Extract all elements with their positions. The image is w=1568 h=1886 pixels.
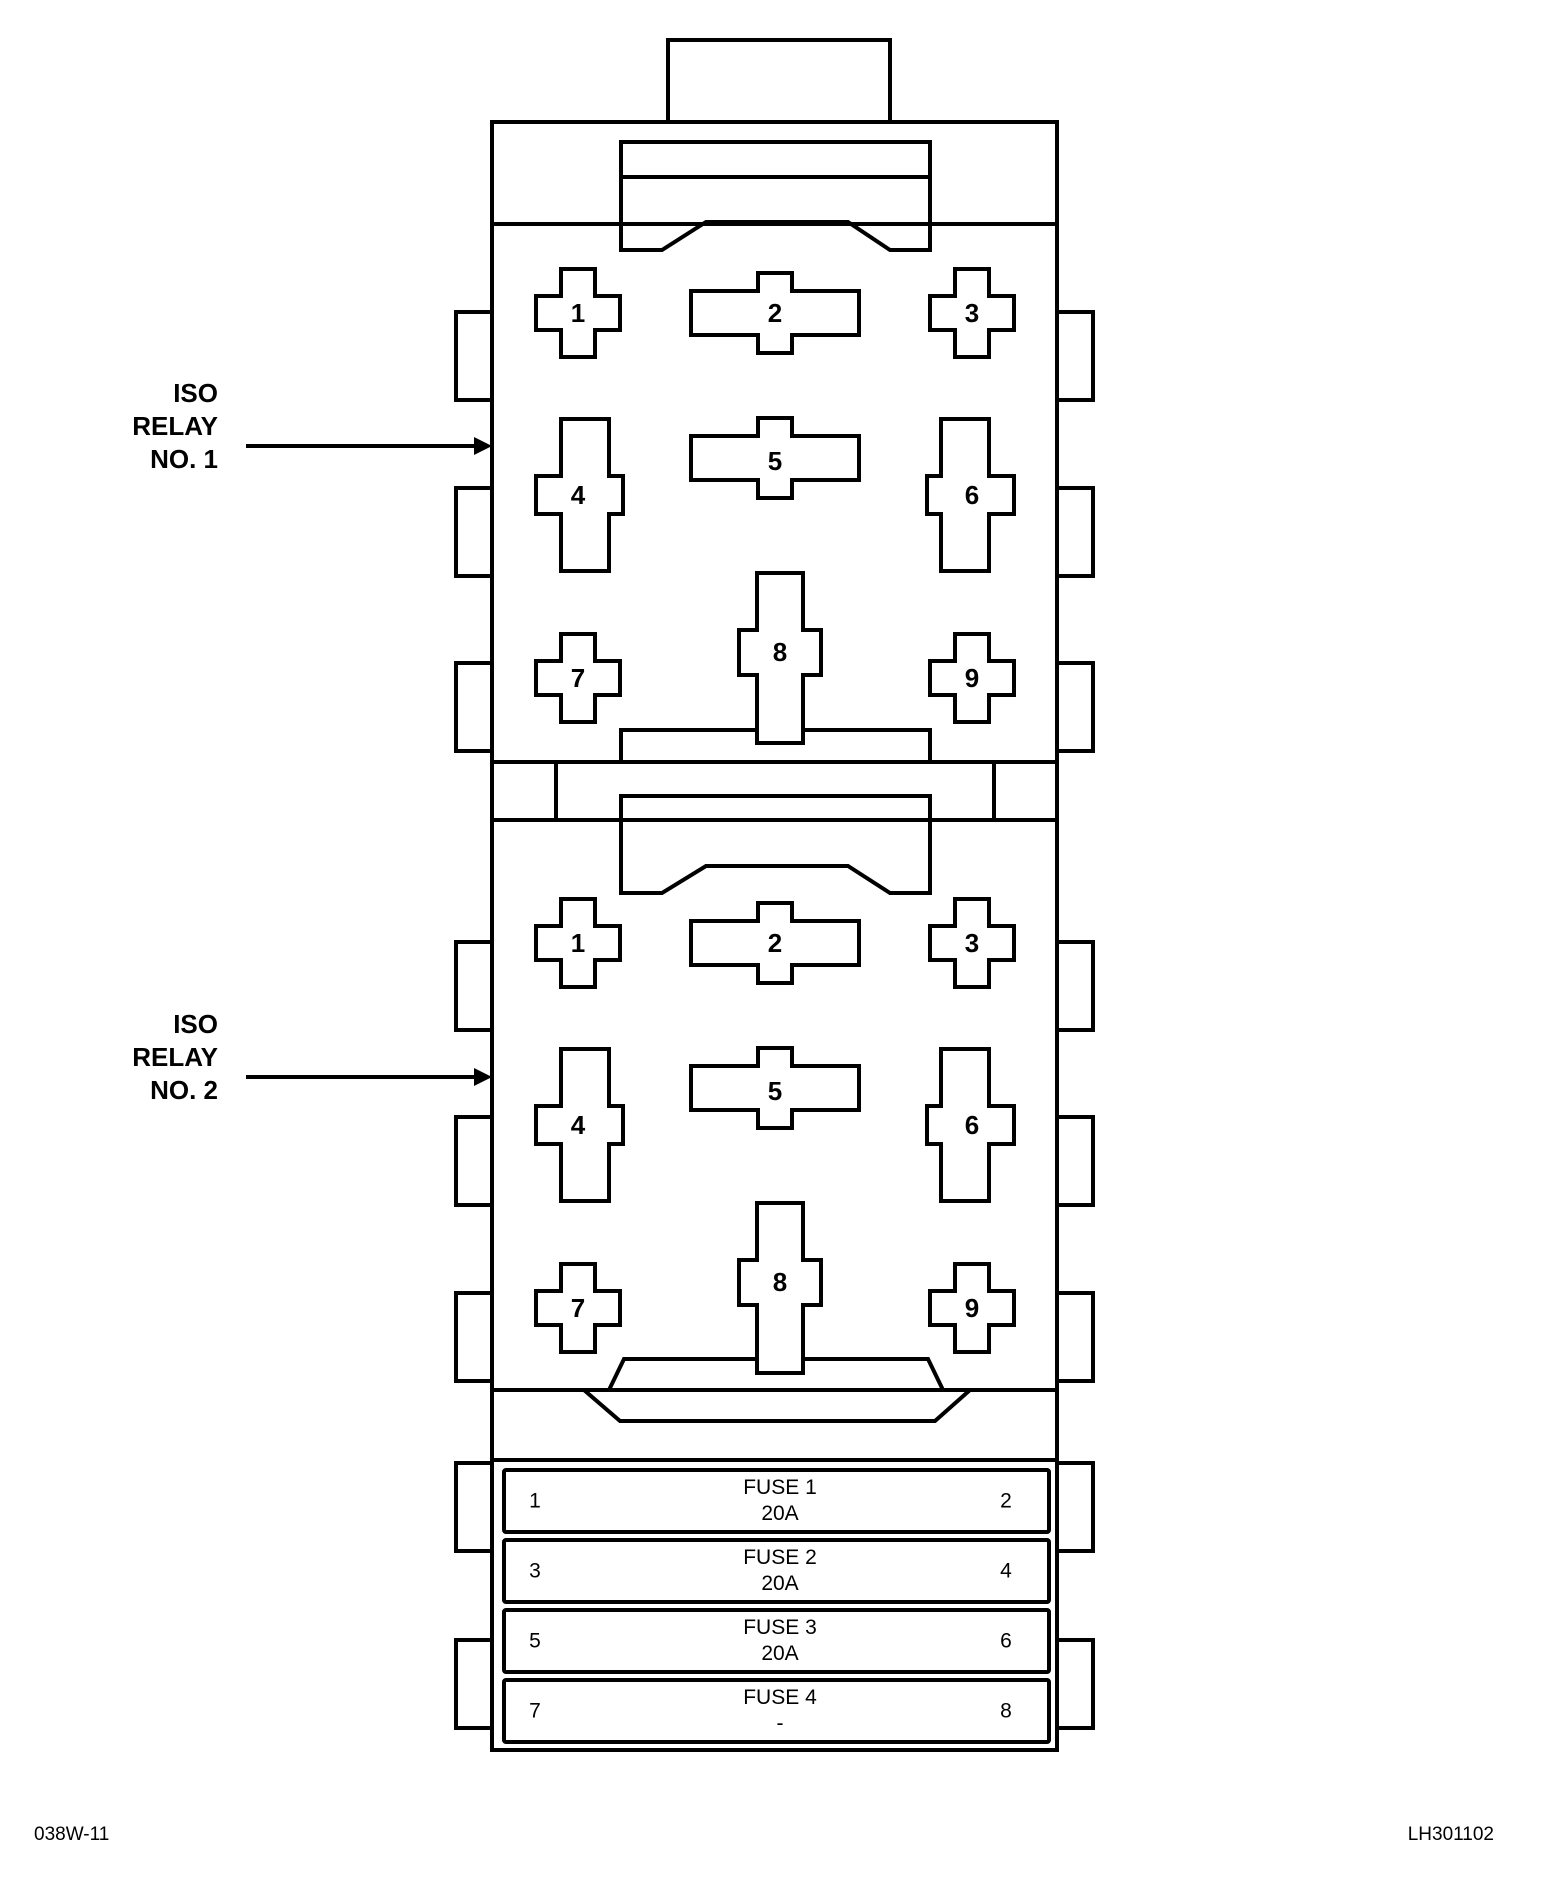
relay-1-pin-4-label: 4 xyxy=(571,480,586,510)
fuse-row-4: 7 8 FUSE 4 - xyxy=(502,1678,1051,1744)
relay-2-pin-9-terminal xyxy=(928,1262,1016,1354)
fuse-clip-right-1 xyxy=(1055,1461,1095,1553)
relay-2-pin-8-label: 8 xyxy=(773,1267,787,1297)
relay-1-pin-3-terminal xyxy=(928,267,1016,359)
relay-2-pin-2-terminal xyxy=(689,901,861,985)
relay-1-pin-7-terminal xyxy=(534,632,622,724)
relay-2-label-line-2: RELAY xyxy=(132,1042,218,1072)
fuse-3-slot xyxy=(502,1608,1051,1674)
relay-2-pin-2-label: 2 xyxy=(768,928,782,958)
relay-2-clip-left-2 xyxy=(454,1115,494,1207)
fuse-clip-right-2 xyxy=(1055,1638,1095,1730)
relay-2-clip-right-2 xyxy=(1055,1115,1095,1207)
relay-1-pin-2-label: 2 xyxy=(768,298,782,328)
relay-1-cavity: 1 2 3 4 5 6 7 8 9 xyxy=(454,140,1095,764)
relay-2-label-line-1: ISO xyxy=(173,1009,218,1039)
relay-2-pin-1-terminal xyxy=(534,897,622,989)
relay-2-clip-left-1 xyxy=(454,940,494,1032)
relay-2-pin-6-terminal xyxy=(925,1047,1016,1203)
relay-1-pin-8-terminal xyxy=(737,571,823,745)
relay-2-pointer-arrow xyxy=(246,1068,492,1086)
relay-2-pin-7-label: 7 xyxy=(571,1293,585,1323)
fuse-3-right-terminal: 6 xyxy=(1000,1630,1012,1653)
fuse-2-name: FUSE 2 xyxy=(743,1546,817,1569)
relay-1-pin-8-label: 8 xyxy=(773,637,787,667)
fuse-4-left-terminal: 7 xyxy=(529,1700,541,1723)
relay-1-pin-9-terminal xyxy=(928,632,1016,724)
relay-1-pin-5-terminal xyxy=(689,416,861,500)
relay-2-clip-right-3 xyxy=(1055,1291,1095,1383)
relay-1-pin-2-terminal xyxy=(689,271,861,355)
relay-2-pin-3-label: 3 xyxy=(965,928,979,958)
relay-1-latch-bar xyxy=(619,140,932,179)
fuse-3-name: FUSE 3 xyxy=(743,1616,817,1639)
relay-2-label-line-3: NO. 2 xyxy=(150,1075,218,1105)
relay-1-clip-left-2 xyxy=(454,486,494,578)
relay-2-latch-shape xyxy=(619,820,932,895)
fuse-1-left-terminal: 1 xyxy=(529,1490,541,1513)
relay-1-pin-7-label: 7 xyxy=(571,663,585,693)
relay-2-pin-9-label: 9 xyxy=(965,1293,979,1323)
relay-1-pin-1-terminal xyxy=(534,267,622,359)
fuse-4-right-terminal: 8 xyxy=(1000,1700,1012,1723)
relay-2-pin-1-label: 1 xyxy=(571,928,585,958)
relay-2-clip-left-3 xyxy=(454,1291,494,1383)
relay-1-clip-left-1 xyxy=(454,310,494,402)
relay-1-clip-right-1 xyxy=(1055,310,1095,402)
relay-1-pin-6-terminal xyxy=(925,417,1016,573)
fuse-latch xyxy=(582,1388,972,1423)
relay-2-clip-right-1 xyxy=(1055,940,1095,1032)
relay-2-latch-bar xyxy=(619,794,932,822)
fuse-clip-left-2 xyxy=(454,1638,494,1730)
relay-1-pin-5-label: 5 xyxy=(768,446,782,476)
fuse-1-name: FUSE 1 xyxy=(743,1476,817,1499)
fuse-1-right-terminal: 2 xyxy=(1000,1490,1012,1513)
relay-2-pin-5-label: 5 xyxy=(768,1076,782,1106)
relay-1-clip-left-3 xyxy=(454,661,494,753)
relay-1-pin-3-label: 3 xyxy=(965,298,979,328)
fuse-4-name: FUSE 4 xyxy=(743,1686,817,1709)
fuse-4-rating: - xyxy=(777,1712,784,1735)
relay-2-pin-7-terminal xyxy=(534,1262,622,1354)
fuse-3-left-terminal: 5 xyxy=(529,1630,541,1653)
relay-1-label-line-3: NO. 1 xyxy=(150,444,218,474)
relay-1-clip-right-2 xyxy=(1055,486,1095,578)
top-connector-tab xyxy=(666,38,892,124)
relay-2-pin-8-terminal xyxy=(737,1201,823,1375)
fuse-3-rating: 20A xyxy=(761,1642,798,1665)
relay-1-clip-right-3 xyxy=(1055,661,1095,753)
fuse-2-slot xyxy=(502,1538,1051,1604)
relay-2-pin-4-label: 4 xyxy=(571,1110,586,1140)
relay-1-pin-9-label: 9 xyxy=(965,663,979,693)
fuse-1-slot xyxy=(502,1468,1051,1534)
relay-1-label-line-1: ISO xyxy=(173,378,218,408)
relay-2-pin-6-label: 6 xyxy=(965,1110,979,1140)
fuse-clip-left-1 xyxy=(454,1461,494,1553)
figure-code-right: LH301102 xyxy=(1408,1824,1494,1845)
relay-1-label-line-2: RELAY xyxy=(132,411,218,441)
relay-2-pin-3-terminal xyxy=(928,897,1016,989)
fuse-2-left-terminal: 3 xyxy=(529,1560,541,1583)
relay-2-cavity: 1 2 3 4 5 6 7 8 9 xyxy=(454,794,1095,1391)
block-housing xyxy=(490,120,1059,1752)
relay-2-pin-5-terminal xyxy=(689,1046,861,1130)
fuse-4-slot xyxy=(502,1678,1051,1744)
fuse-row-1: 1 2 FUSE 1 20A xyxy=(502,1468,1051,1534)
relay-2-pin-4-terminal xyxy=(534,1047,625,1203)
fuse-row-2: 3 4 FUSE 2 20A xyxy=(502,1538,1051,1604)
fuse-2-right-terminal: 4 xyxy=(1000,1560,1012,1583)
relay-1-pin-6-label: 6 xyxy=(965,480,979,510)
relay-1-latch-shape xyxy=(619,177,932,252)
fuse-row-3: 5 6 FUSE 3 20A xyxy=(502,1608,1051,1674)
relay-1-pointer-arrow xyxy=(246,437,492,455)
fuse-1-rating: 20A xyxy=(761,1502,798,1525)
figure-code-left: 038W-11 xyxy=(34,1824,109,1845)
fuse-2-rating: 20A xyxy=(761,1572,798,1595)
relay-1-pin-1-label: 1 xyxy=(571,298,585,328)
relay-1-pin-4-terminal xyxy=(534,417,625,573)
